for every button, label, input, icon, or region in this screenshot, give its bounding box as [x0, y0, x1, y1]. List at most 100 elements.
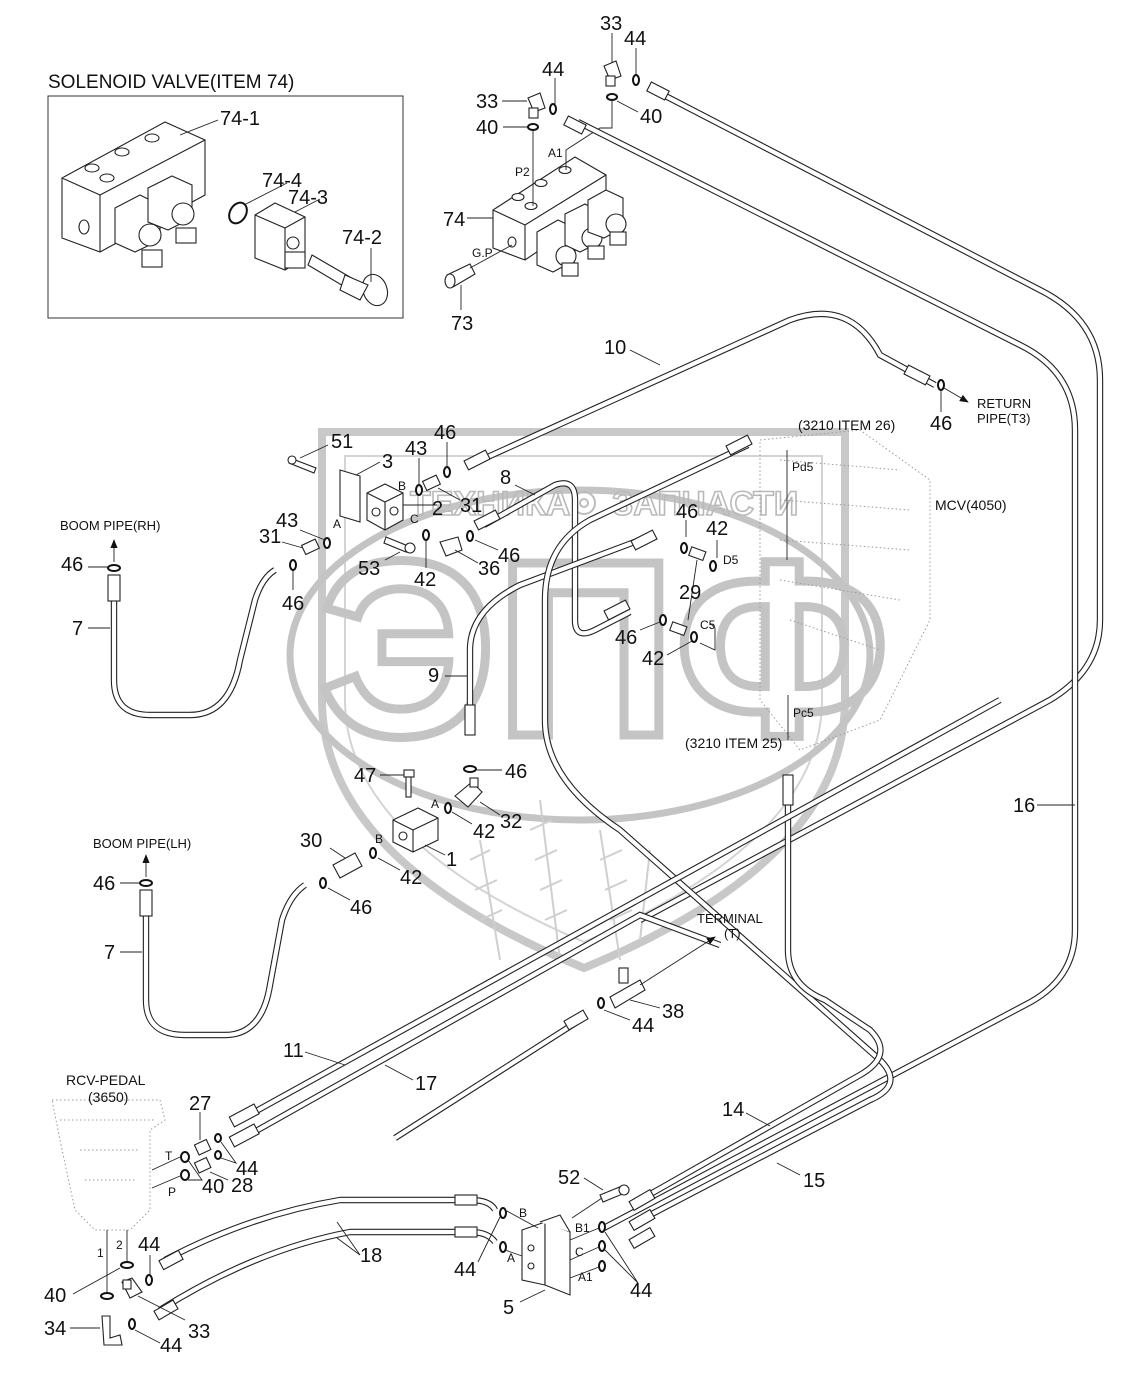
note-3210-item-25: (3210 ITEM 25)	[685, 735, 782, 751]
manifold-block-1	[392, 807, 439, 853]
callout-8: 8	[500, 467, 511, 489]
manifold-block-2	[366, 483, 404, 531]
port-a1: A1	[548, 146, 563, 160]
watermark-shield-inner	[344, 455, 823, 944]
callout-74-1: 74-1	[220, 108, 260, 130]
callout-40-rcv: 40	[202, 1176, 224, 1198]
port-block5-b: B	[519, 1206, 527, 1220]
callout-5: 5	[503, 1297, 514, 1319]
callout-44-bottom: 44	[160, 1335, 182, 1357]
o-ring-40-right	[606, 93, 618, 101]
port-block1-b: B	[375, 832, 383, 846]
adapter-27	[193, 1138, 212, 1156]
callout-40-right: 40	[640, 106, 662, 128]
callout-36: 36	[478, 558, 500, 580]
note-boom-pipe-lh: BOOM PIPE(LH)	[93, 836, 191, 851]
o-ring-42-block2	[422, 529, 430, 541]
o-ring-46-return	[937, 379, 945, 391]
bolt-52	[599, 1184, 630, 1203]
callout-53: 53	[358, 558, 380, 580]
adapter-31-left	[300, 538, 321, 556]
note-rcv-pedal-2: (3650)	[88, 1089, 128, 1105]
port-c5: C5	[700, 618, 716, 632]
callout-74-4: 74-4	[262, 170, 302, 192]
callout-46-lh-top: 46	[93, 873, 115, 895]
port-block2-a: A	[333, 517, 341, 531]
callout-42-b: 42	[400, 867, 422, 889]
bolt-53	[383, 536, 416, 554]
callout-46-return: 46	[930, 413, 952, 435]
callout-30: 30	[300, 830, 322, 852]
callout-1: 1	[446, 849, 457, 871]
callout-18: 18	[360, 1245, 382, 1267]
o-ring-46-c5	[659, 614, 667, 626]
manifold-block-5	[521, 1214, 571, 1296]
solenoid-valve-inset: SOLENOID VALVE(ITEM 74)	[47, 72, 404, 319]
o-ring-44-term	[597, 997, 605, 1009]
o-ring-42-c5	[690, 631, 698, 643]
o-ring-46-rh	[289, 559, 297, 571]
callout-17: 17	[415, 1073, 437, 1095]
o-ring-42-b	[369, 847, 377, 859]
o-ring-40-rcv-t	[180, 1151, 190, 1163]
o-ring-44-blk5-c	[598, 1240, 606, 1252]
callout-2: 2	[432, 498, 443, 520]
note-terminal-2: (T)	[724, 926, 741, 941]
callout-10: 10	[604, 337, 626, 359]
elbow-fitting-33-left	[527, 92, 546, 119]
callout-31-left: 31	[259, 526, 281, 548]
port-block1-a: A	[431, 797, 439, 811]
o-ring-40-bl-1	[100, 1292, 114, 1300]
port-rcv-p: P	[168, 1185, 176, 1199]
callout-47: 47	[354, 765, 376, 787]
callout-46-rh: 46	[282, 593, 304, 615]
note-mcv: MCV(4050)	[935, 497, 1007, 513]
callout-16: 16	[1013, 795, 1035, 817]
o-ring-74-4	[228, 201, 248, 225]
elbow-34	[101, 1315, 123, 1346]
callout-44-term: 44	[632, 1015, 654, 1037]
port-rcv-2: 2	[116, 1238, 123, 1252]
callout-46-mid: 46	[505, 761, 527, 783]
o-ring-46-rh-top	[107, 564, 121, 572]
o-ring-46-mid	[463, 765, 477, 773]
o-ring-43-top	[415, 484, 423, 496]
o-ring-46-d5	[680, 542, 688, 554]
callout-52: 52	[558, 1167, 580, 1189]
check-valve-30	[332, 852, 363, 879]
port-block5-b1: B1	[575, 1221, 590, 1235]
callout-43-top: 43	[405, 438, 427, 460]
plate-3	[339, 469, 361, 523]
port-block5-c: C	[575, 1245, 584, 1259]
callout-32: 32	[500, 811, 522, 833]
elbow-33-bottom	[121, 1277, 143, 1299]
o-ring-40-bl-2	[120, 1261, 134, 1269]
note-return-pipe-1: RETURN	[977, 396, 1031, 411]
o-ring-43-left	[323, 537, 331, 549]
callout-33-bl: 33	[188, 1321, 210, 1343]
callout-44-blk5-right: 44	[630, 1280, 652, 1302]
callout-44-bl: 44	[138, 1234, 160, 1256]
o-ring-44-rcv-1	[214, 1133, 222, 1143]
bolt-47	[403, 769, 415, 798]
callout-74-2: 74-2	[342, 227, 382, 249]
elbow-32	[454, 777, 483, 808]
o-ring-44-blk5-b1	[598, 1221, 606, 1233]
callout-42-d5: 42	[706, 518, 728, 540]
coil-74-3	[254, 202, 306, 271]
mcv-ghost-outline	[759, 429, 931, 751]
o-ring-46-top	[443, 466, 451, 478]
callout-9: 9	[428, 665, 439, 687]
callout-7-rh: 7	[72, 618, 83, 640]
port-block5-a: A	[507, 1251, 515, 1265]
rcv-pedal-ghost	[51, 1099, 166, 1231]
port-p2: P2	[515, 165, 530, 179]
o-ring-44-bottom	[128, 1318, 136, 1330]
callout-29: 29	[679, 582, 701, 604]
callout-27: 27	[189, 1093, 211, 1115]
o-ring-44-bl	[145, 1274, 153, 1286]
port-pc5: Pc5	[793, 706, 814, 720]
hose-ferrules	[107, 81, 931, 1321]
